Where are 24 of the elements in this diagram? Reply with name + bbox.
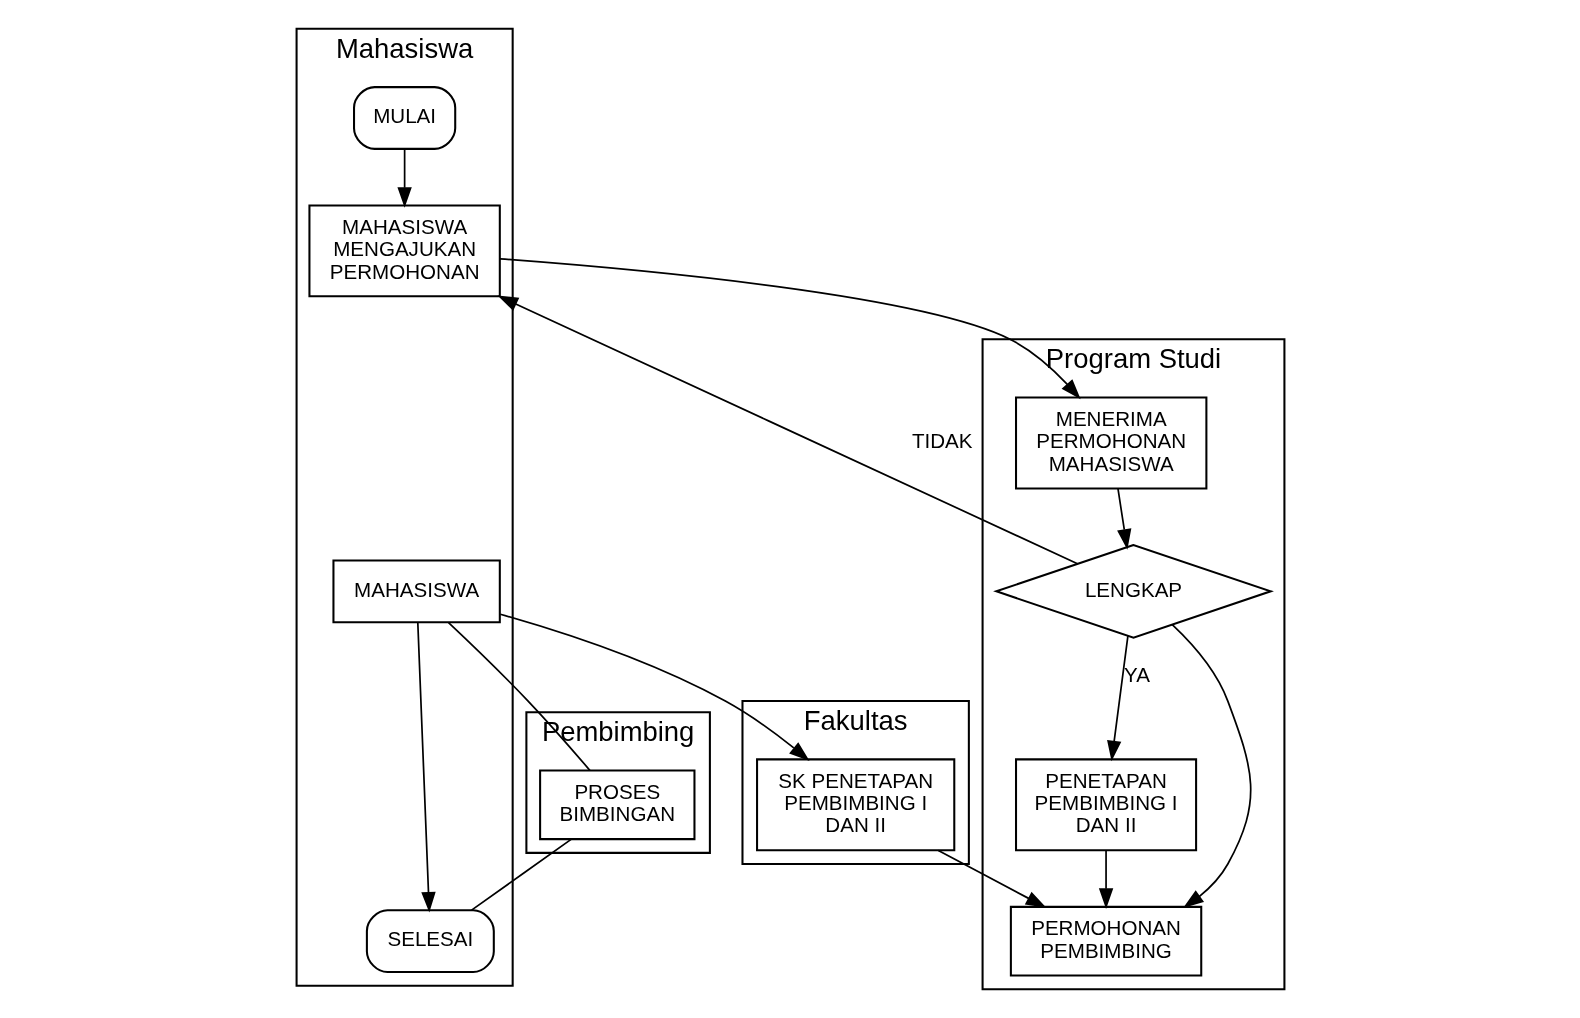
arrow [498, 613, 810, 761]
edge-label: TIDAK [911, 429, 973, 453]
arrow [497, 295, 1078, 565]
node-box: PERMOHONAN PEMBIMBING [1009, 905, 1202, 977]
arrow [416, 621, 436, 913]
node-box: SK PENETAPAN PEMBIMBING I DAN II [755, 758, 955, 852]
arrow [937, 849, 1046, 908]
arrow [1098, 849, 1113, 909]
node-box: MULAI [352, 86, 456, 150]
node-box: MAHASISWA MENGAJUKAN PERMOHONAN [307, 204, 501, 298]
node-box: SELESAI [365, 909, 495, 974]
node-diamond: LENGKAP [992, 543, 1274, 639]
connector [447, 621, 591, 772]
connector [470, 838, 572, 911]
arrow [396, 148, 412, 208]
node-box: MAHASISWA [331, 559, 501, 624]
arrow [1106, 635, 1129, 762]
node-box: MENERIMA PERMOHONAN MAHASISWA [1014, 396, 1207, 490]
arrow [1170, 623, 1251, 909]
node-box: PROSES BIMBINGAN [538, 769, 695, 841]
edge-label: YA [1123, 662, 1150, 686]
arrow [498, 258, 1081, 400]
node-box: PENETAPAN PEMBIMBING I DAN II [1014, 758, 1197, 852]
arrow [1116, 488, 1131, 550]
